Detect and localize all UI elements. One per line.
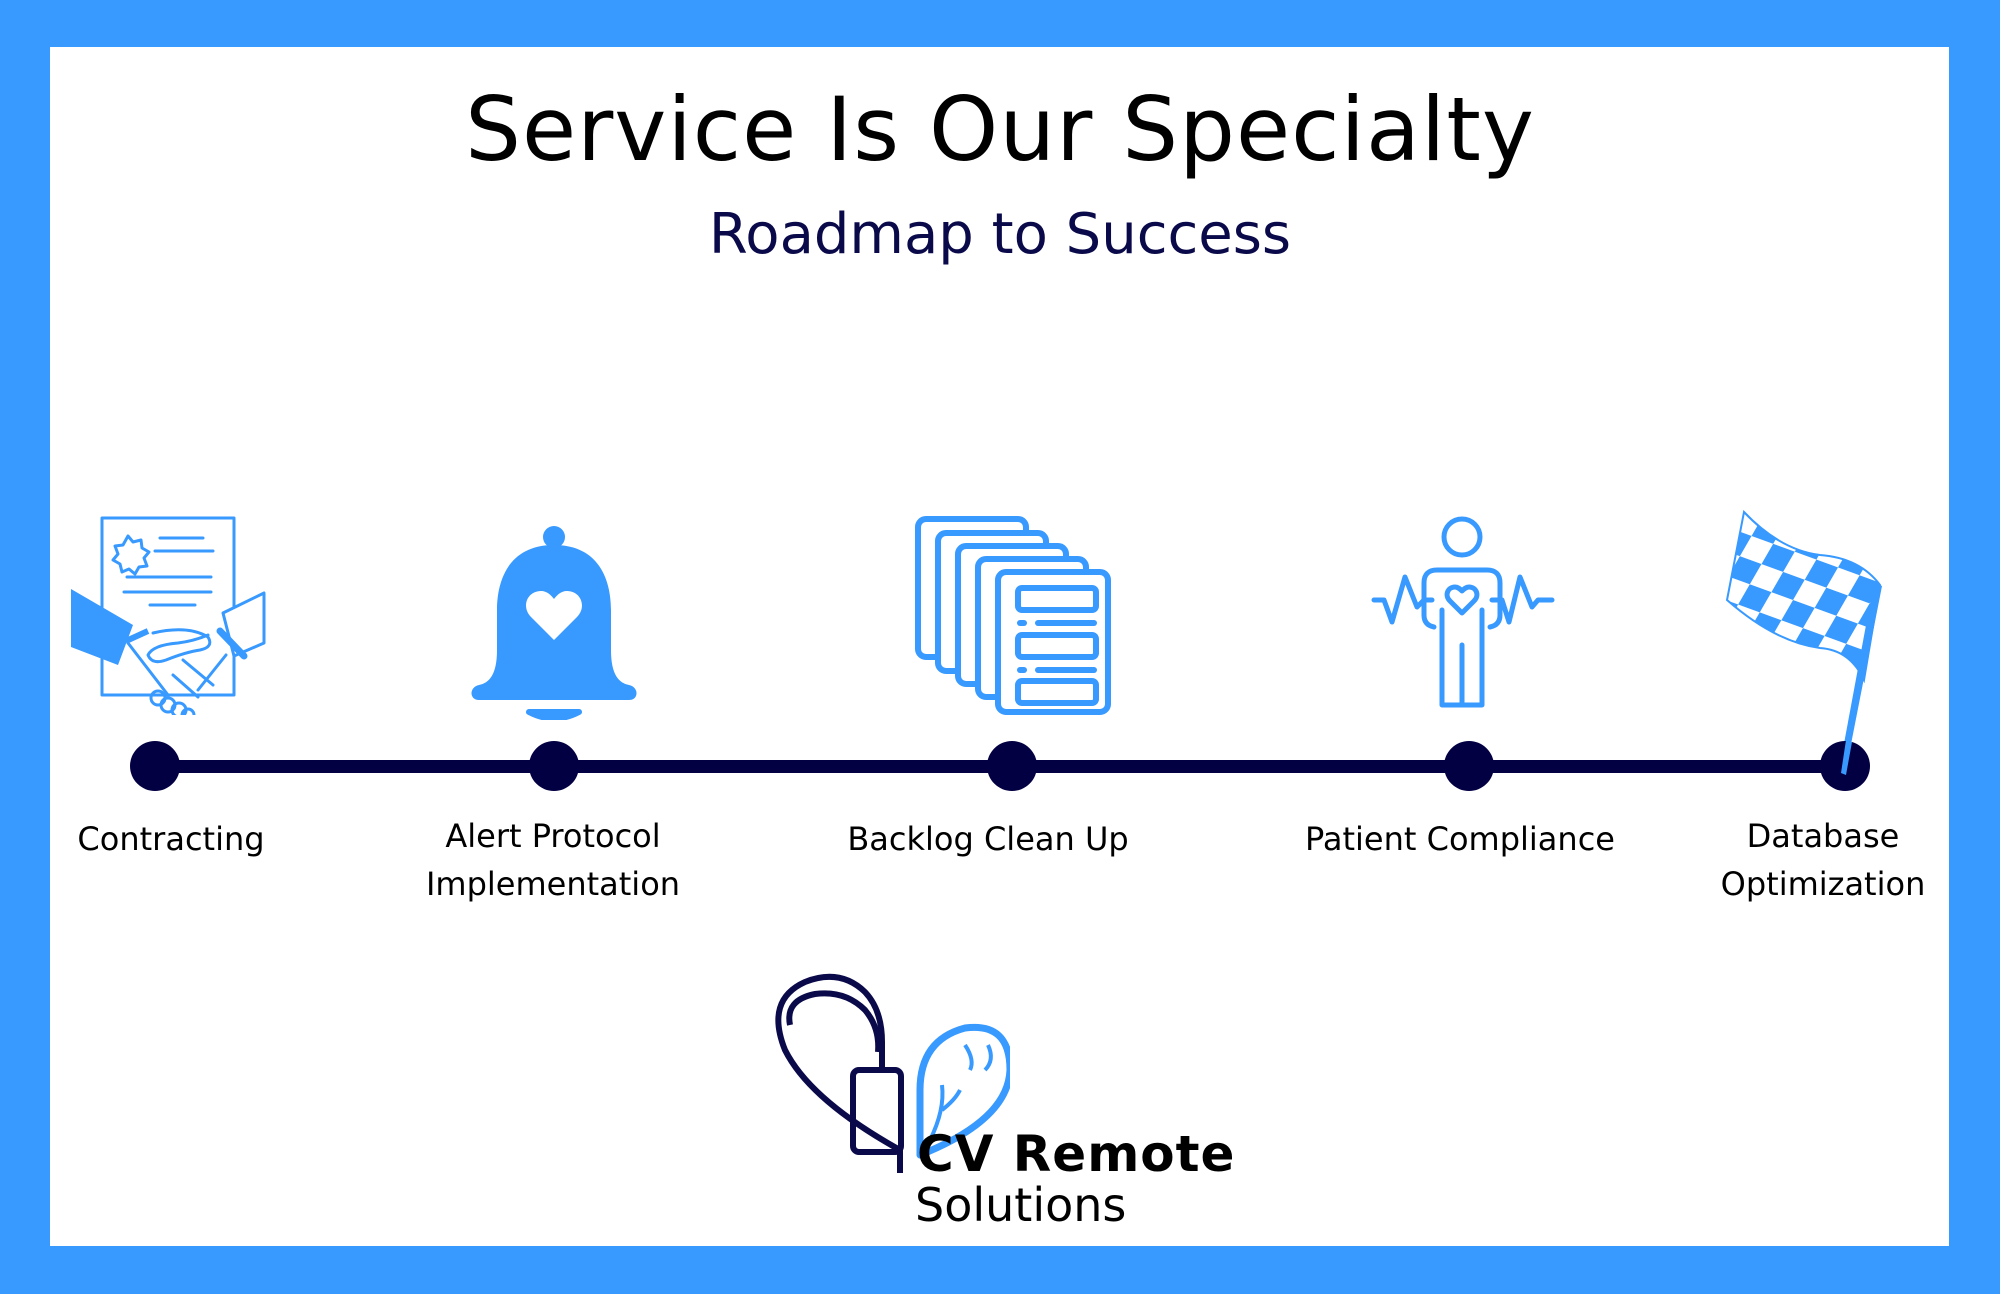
step-label-line2: Implementation [425, 865, 681, 903]
person-heartbeat-icon [1371, 516, 1555, 708]
timeline-node-contracting [130, 741, 180, 791]
flag-pole-tip-icon [1841, 740, 1852, 775]
page-subtitle: Roadmap to Success [708, 202, 1292, 267]
timeline-node-alert-protocol [529, 741, 579, 791]
logo-text-cv-remote: CV Remote [917, 1125, 1236, 1183]
step-label-line2: Optimization [1720, 865, 1926, 903]
step-label-alert-protocol: Alert Protocol Implementation [426, 812, 680, 908]
checkered-flag-icon [1725, 509, 1882, 780]
handshake-contract-icon [71, 516, 266, 715]
timeline-node-patient-compliance [1444, 741, 1494, 791]
logo-text-solutions: Solutions [915, 1178, 1127, 1232]
step-label-line1: Database [1746, 817, 1900, 855]
step-label-line1: Alert Protocol [445, 817, 661, 855]
document-stack-icon [915, 516, 1111, 715]
step-label-database: Database Optimization [1721, 812, 1926, 908]
step-label-patient-compliance: Patient Compliance [1305, 820, 1615, 858]
page-title: Service Is Our Specialty [465, 78, 1535, 181]
step-label-backlog: Backlog Clean Up [847, 820, 1129, 858]
heart-lung-logo-icon [775, 973, 1010, 1173]
timeline-node-backlog [987, 741, 1037, 791]
step-label-contracting: Contracting [77, 820, 265, 858]
bell-heart-icon [471, 526, 637, 720]
